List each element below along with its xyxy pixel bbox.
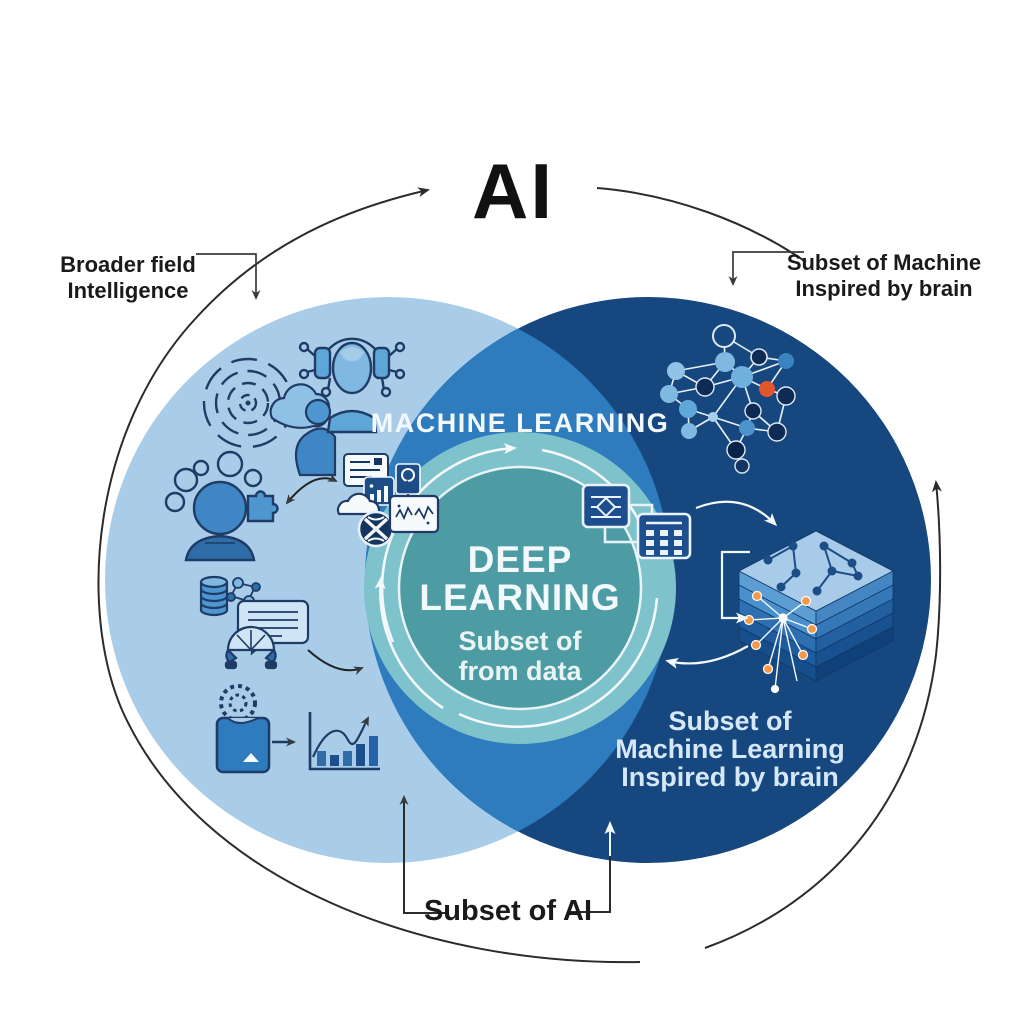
deep-learning-circle <box>397 465 643 711</box>
node-connector-line <box>603 503 654 544</box>
broader-label-line2: Intelligence <box>67 278 188 303</box>
flowchart-node-icon <box>581 483 631 529</box>
scribble-window-icon <box>388 494 440 534</box>
bar-chart-icon <box>308 712 380 771</box>
deep-learning-line2: LEARNING <box>419 577 620 618</box>
grid-node-icon <box>636 512 692 560</box>
subset-machine-label-line2: Inspired by brain <box>795 276 972 301</box>
deep-learning-line4: from data <box>458 656 582 686</box>
deep-learning-line3: Subset of <box>458 626 582 656</box>
diagram-title: AI <box>472 147 554 235</box>
device-icon <box>215 716 271 774</box>
subset-ai-right-line <box>568 856 611 913</box>
outer-arc-top-right <box>596 187 807 263</box>
camera-icon <box>395 463 421 502</box>
broader-callout-line <box>196 253 261 300</box>
machine-learning-label: MACHINE LEARNING <box>371 408 670 438</box>
outer-arc-right <box>704 480 942 949</box>
bubble-to-deep-arrow <box>307 649 364 676</box>
layered-stack-icon <box>738 530 894 694</box>
bubbles-head-icon <box>164 450 279 562</box>
database-icon <box>199 575 229 617</box>
head-to-cluster-arrow <box>285 473 338 505</box>
stack-out-arrow <box>665 645 749 669</box>
thought-cloud-head-icon <box>269 383 337 477</box>
outer-cycle-ring <box>97 187 942 964</box>
subset-ai-label: Subset of AI <box>424 895 592 927</box>
subset-machine-label-line1: Subset of Machine <box>787 250 981 275</box>
nn-caption-line1: Subset of <box>668 706 792 736</box>
cloud-icon <box>336 492 381 516</box>
x-badge-icon <box>357 510 395 548</box>
stack-bracket <box>720 550 750 624</box>
nn-caption-line3: Inspired by brain <box>621 762 839 792</box>
headphones-head-icon <box>298 337 406 434</box>
neural-network-icon <box>660 324 796 474</box>
mini-bar-chart-icon <box>363 476 395 506</box>
stack-in-arrow <box>695 500 778 527</box>
subset-machine-callout-line <box>728 251 804 286</box>
deep-learning-line1: DEEP <box>468 539 573 580</box>
gauge-icon <box>224 625 278 670</box>
outer-arc-left <box>97 187 641 964</box>
nn-caption-line2: Machine Learning <box>615 734 845 764</box>
subset-ai-left-line <box>399 795 448 914</box>
broader-label-line1: Broader field <box>60 252 196 277</box>
